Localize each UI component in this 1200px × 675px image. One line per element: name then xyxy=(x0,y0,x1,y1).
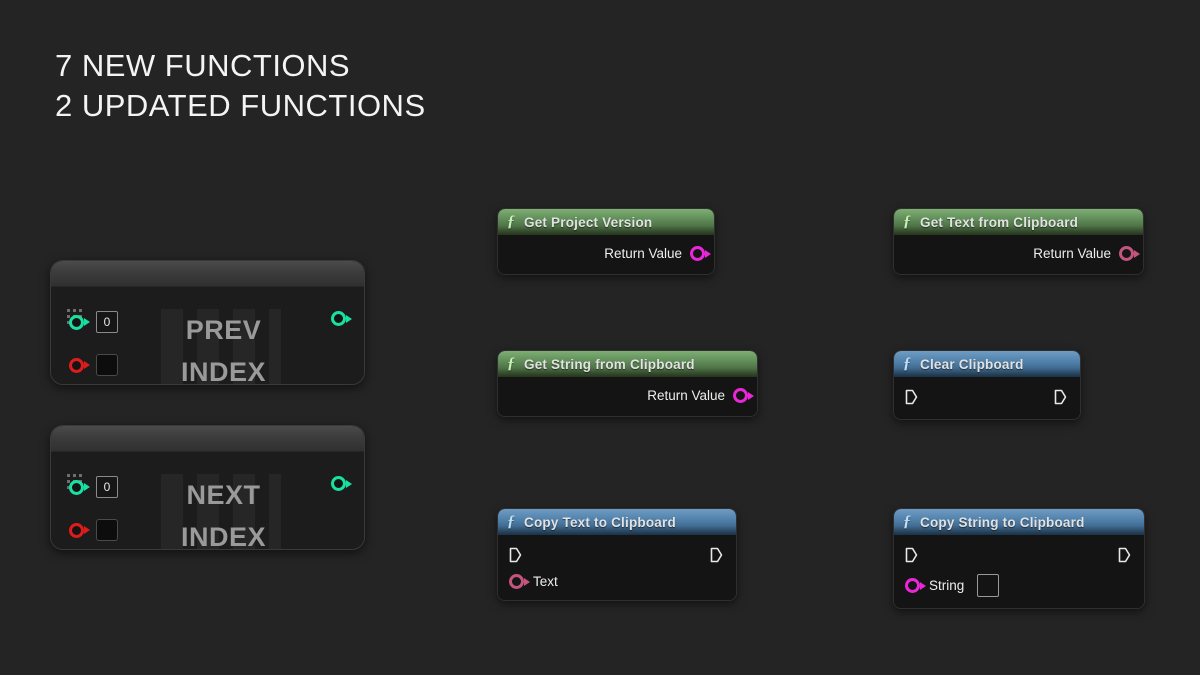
node-header[interactable]: ƒ Get String from Clipboard xyxy=(498,351,757,377)
node-title: Clear Clipboard xyxy=(920,356,1024,372)
function-f-icon: ƒ xyxy=(507,213,515,230)
int-output-pin[interactable] xyxy=(331,311,346,326)
input-pin-label: Text xyxy=(533,574,558,589)
function-f-icon: ƒ xyxy=(507,513,515,530)
output-pin-row-int xyxy=(331,311,346,326)
function-f-icon: ƒ xyxy=(507,355,515,372)
node-title: Copy Text to Clipboard xyxy=(524,514,676,530)
int-value-field[interactable]: 0 xyxy=(96,311,118,333)
int-value-field[interactable]: 0 xyxy=(96,476,118,498)
exec-input-pin[interactable] xyxy=(509,547,522,563)
node-body: String xyxy=(894,535,1144,608)
function-node-get-project-version[interactable]: ƒ Get Project Version Return Value xyxy=(497,208,715,275)
output-pin-row-return-value: Return Value xyxy=(498,384,757,407)
title-line-updated-functions: 2 UPDATED FUNCTIONS xyxy=(55,88,426,123)
input-pin-label: String xyxy=(929,578,965,593)
function-node-clear-clipboard[interactable]: ƒ Clear Clipboard xyxy=(893,350,1081,420)
macro-node-next-index[interactable]: NEXT INDEX 0 xyxy=(50,425,365,550)
exec-input-pin[interactable] xyxy=(905,547,918,563)
output-pin-row-return-value: Return Value xyxy=(498,242,714,265)
text-input-pin[interactable] xyxy=(509,574,524,589)
macro-label-line2: INDEX xyxy=(180,522,267,550)
exec-output-pin[interactable] xyxy=(1118,547,1131,563)
node-title: Copy String to Clipboard xyxy=(920,514,1085,530)
string-output-pin[interactable] xyxy=(733,388,748,403)
output-pin-row-int xyxy=(331,476,346,491)
title-line-new-functions: 7 NEW FUNCTIONS xyxy=(55,48,351,83)
output-pin-row-return-value: Return Value xyxy=(894,242,1143,265)
function-f-icon: ƒ xyxy=(903,213,911,230)
macro-node-watermark xyxy=(161,309,281,384)
text-output-pin[interactable] xyxy=(1119,246,1134,261)
input-pin-row-int: 0 xyxy=(69,476,118,498)
macro-node-label: PREV INDEX xyxy=(161,309,286,385)
bool-checkbox[interactable] xyxy=(96,354,118,376)
string-output-pin[interactable] xyxy=(690,246,705,261)
function-node-get-text-from-clipboard[interactable]: ƒ Get Text from Clipboard Return Value xyxy=(893,208,1144,275)
node-header[interactable]: ƒ Get Text from Clipboard xyxy=(894,209,1143,235)
exec-pin-row xyxy=(894,542,1144,568)
int-input-pin[interactable] xyxy=(69,314,84,330)
function-node-copy-text-to-clipboard[interactable]: ƒ Copy Text to Clipboard Text xyxy=(497,508,737,601)
exec-pin-row xyxy=(498,542,736,568)
node-header[interactable]: ƒ Copy String to Clipboard xyxy=(894,509,1144,535)
input-pin-row-text: Text xyxy=(498,568,736,591)
node-header[interactable]: ƒ Get Project Version xyxy=(498,209,714,235)
node-body: Return Value xyxy=(498,235,714,274)
bool-input-pin[interactable] xyxy=(69,357,84,373)
node-title: Get String from Clipboard xyxy=(524,356,695,372)
output-pin-label: Return Value xyxy=(604,246,682,261)
node-body xyxy=(894,377,1080,419)
exec-output-pin[interactable] xyxy=(710,547,723,563)
node-body: Text xyxy=(498,535,736,600)
function-node-get-string-from-clipboard[interactable]: ƒ Get String from Clipboard Return Value xyxy=(497,350,758,417)
node-header[interactable]: ƒ Copy Text to Clipboard xyxy=(498,509,736,535)
exec-output-pin[interactable] xyxy=(1054,389,1067,405)
function-f-icon: ƒ xyxy=(903,355,911,372)
input-pin-row-int: 0 xyxy=(69,311,118,333)
macro-node-body: NEXT INDEX 0 xyxy=(51,452,364,549)
int-input-pin[interactable] xyxy=(69,479,84,495)
bool-input-pin[interactable] xyxy=(69,522,84,538)
function-node-copy-string-to-clipboard[interactable]: ƒ Copy String to Clipboard String xyxy=(893,508,1145,609)
output-pin-label: Return Value xyxy=(647,388,725,403)
macro-node-label: NEXT INDEX xyxy=(161,474,286,550)
string-value-field[interactable] xyxy=(977,574,1000,597)
node-title: Get Project Version xyxy=(524,214,653,230)
node-title: Get Text from Clipboard xyxy=(920,214,1079,230)
exec-input-pin[interactable] xyxy=(905,389,918,405)
macro-node-titlebar[interactable] xyxy=(51,261,364,287)
int-output-pin[interactable] xyxy=(331,476,346,491)
exec-pin-row xyxy=(894,384,1080,410)
macro-node-prev-index[interactable]: PREV INDEX 0 xyxy=(50,260,365,385)
slide-title: 7 NEW FUNCTIONS 2 UPDATED FUNCTIONS xyxy=(55,46,426,126)
input-pin-row-string: String xyxy=(894,568,1144,599)
node-body: Return Value xyxy=(894,235,1143,274)
output-pin-label: Return Value xyxy=(1033,246,1111,261)
string-input-pin[interactable] xyxy=(905,578,920,593)
macro-label-line1: PREV xyxy=(185,315,262,345)
macro-node-watermark xyxy=(161,474,281,549)
macro-label-line1: NEXT xyxy=(186,480,261,510)
node-header[interactable]: ƒ Clear Clipboard xyxy=(894,351,1080,377)
function-f-icon: ƒ xyxy=(903,513,911,530)
node-body: Return Value xyxy=(498,377,757,416)
macro-label-line2: INDEX xyxy=(180,357,267,385)
input-pin-row-bool xyxy=(69,354,118,376)
input-pin-row-bool xyxy=(69,519,118,541)
macro-node-body: PREV INDEX 0 xyxy=(51,287,364,384)
macro-node-titlebar[interactable] xyxy=(51,426,364,452)
bool-checkbox[interactable] xyxy=(96,519,118,541)
